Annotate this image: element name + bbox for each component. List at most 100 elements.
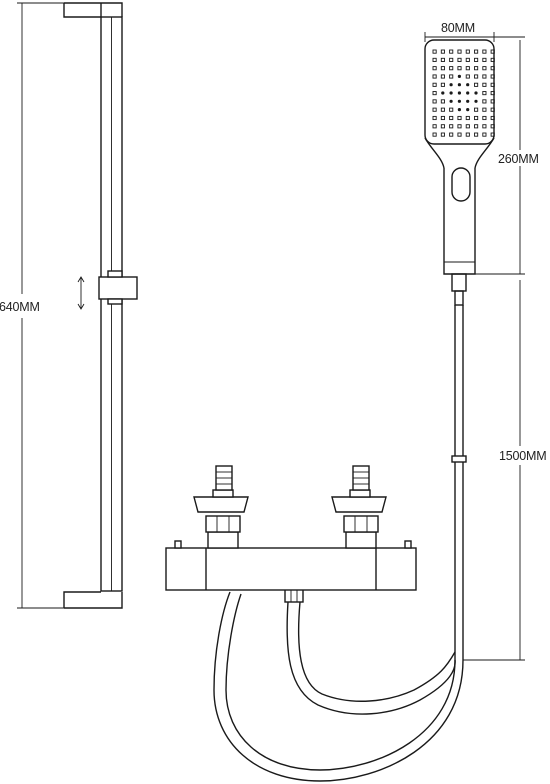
nozzle: [490, 74, 495, 79]
nozzle: [482, 66, 487, 71]
nozzle: [449, 66, 454, 71]
hose-length-label: 1500MM: [499, 449, 546, 463]
nozzle: [449, 107, 454, 112]
left-inlet-connector: [193, 465, 249, 549]
nozzle: [490, 82, 495, 87]
nozzle: [465, 115, 470, 121]
slider-holder: [98, 270, 138, 305]
nozzle: [466, 108, 470, 112]
nozzle: [457, 66, 462, 71]
nozzle: [465, 49, 470, 54]
nozzle: [482, 49, 487, 54]
nozzle: [457, 57, 462, 62]
nozzle: [432, 66, 437, 71]
nozzle: [440, 57, 445, 62]
nozzle: [457, 108, 461, 112]
nozzle: [440, 132, 445, 137]
nozzle: [440, 66, 445, 71]
nozzle: [474, 91, 478, 95]
nozzle: [449, 115, 454, 121]
nozzle: [474, 124, 479, 129]
nozzle: [432, 107, 437, 112]
nozzle: [432, 99, 437, 104]
nozzle: [432, 124, 437, 129]
nozzle: [490, 132, 495, 137]
nozzle: [432, 132, 437, 137]
nozzle: [449, 83, 453, 87]
nozzle: [440, 115, 445, 121]
nozzle: [490, 124, 495, 129]
nozzle: [432, 82, 437, 87]
nozzle: [465, 74, 470, 79]
nozzle: [474, 99, 478, 103]
nozzle: [457, 99, 461, 103]
nozzle: [465, 124, 470, 129]
nozzle: [466, 83, 470, 87]
nozzle: [490, 99, 495, 104]
nozzle: [465, 57, 470, 62]
nozzle: [449, 49, 454, 54]
nozzle: [449, 132, 454, 137]
nozzle: [449, 57, 454, 62]
nozzle: [449, 74, 454, 79]
nozzle: [490, 57, 495, 62]
nozzle: [474, 74, 479, 79]
mixer-valve: [165, 465, 417, 591]
hand-shower: [424, 39, 495, 306]
hose-length-dimension: [463, 280, 525, 661]
nozzle: [432, 74, 437, 79]
nozzle: [482, 99, 487, 104]
slide-rail: [63, 2, 138, 609]
right-inlet-connector: [331, 465, 387, 549]
nozzle: [432, 57, 437, 62]
nozzle: [474, 49, 479, 54]
nozzle-grid: [432, 49, 495, 137]
nozzle: [482, 91, 487, 96]
nozzle: [457, 49, 462, 54]
nozzle: [482, 124, 487, 129]
nozzle: [440, 99, 445, 104]
nozzle: [457, 74, 461, 78]
nozzle: [474, 107, 479, 112]
slide-direction-arrow-icon: [77, 276, 85, 310]
nozzle: [474, 66, 479, 71]
nozzle: [474, 57, 479, 62]
head-height-label: 260MM: [498, 152, 539, 166]
nozzle: [449, 99, 453, 103]
nozzle: [449, 91, 453, 95]
nozzle: [440, 74, 445, 79]
nozzle: [482, 115, 487, 121]
shower-hose: [213, 305, 467, 782]
nozzle: [465, 132, 470, 137]
nozzle: [490, 49, 495, 54]
head-width-dimension: [424, 32, 525, 42]
nozzle: [440, 49, 445, 54]
nozzle: [440, 82, 445, 87]
nozzle: [482, 132, 487, 137]
nozzle: [466, 91, 470, 95]
nozzle: [474, 132, 479, 137]
nozzle: [490, 107, 495, 112]
nozzle: [474, 115, 479, 121]
rail-height-label: 640MM: [0, 300, 40, 314]
rail-height-dimension: [17, 2, 64, 609]
head-width-label: 80MM: [441, 21, 475, 35]
nozzle: [457, 91, 461, 95]
nozzle: [457, 115, 462, 121]
nozzle: [490, 115, 495, 121]
nozzle: [466, 99, 470, 103]
nozzle: [482, 107, 487, 112]
nozzle: [465, 66, 470, 71]
head-height-dimension: [475, 40, 525, 275]
nozzle: [432, 115, 437, 121]
nozzle: [449, 124, 454, 129]
nozzle: [432, 91, 437, 96]
nozzle: [457, 83, 461, 87]
nozzle: [490, 91, 495, 96]
nozzle: [490, 66, 495, 71]
nozzle: [432, 49, 437, 54]
nozzle: [457, 124, 462, 129]
nozzle: [441, 91, 445, 95]
nozzle: [440, 107, 445, 112]
